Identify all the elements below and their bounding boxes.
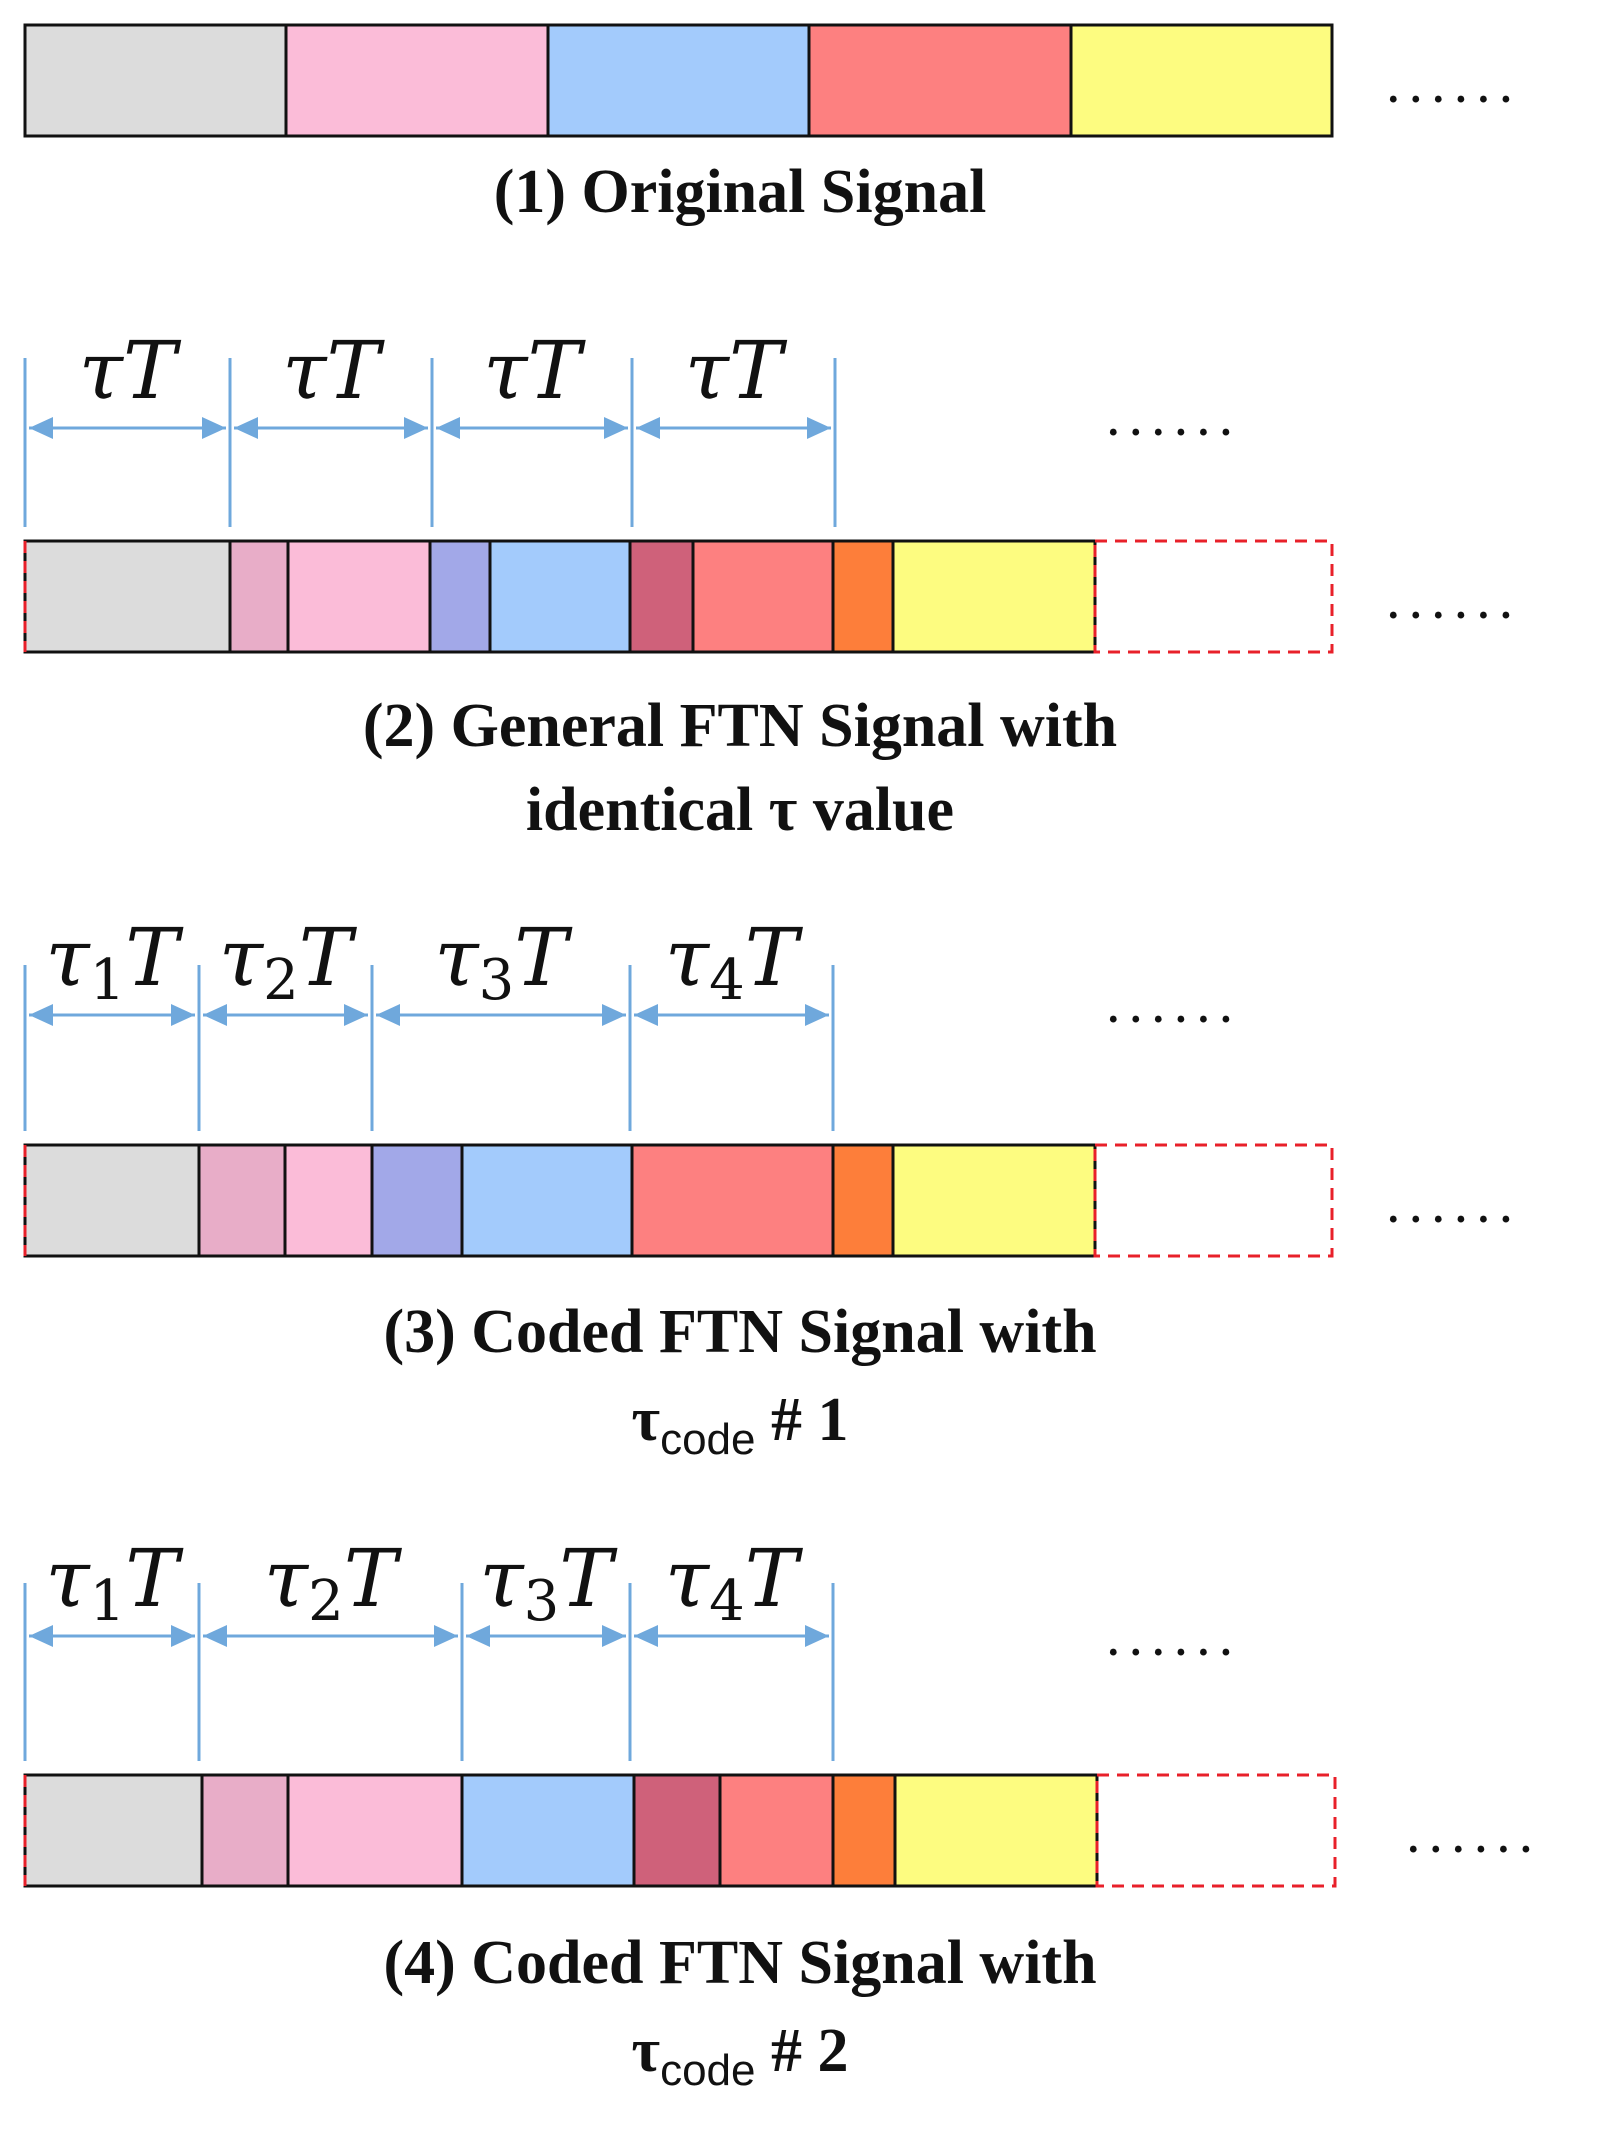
arrowhead-left (376, 1004, 400, 1026)
signal-segment (370, 1143, 464, 1258)
signal-segment (628, 539, 695, 654)
arrowhead-left (29, 1004, 53, 1026)
signal-segment (286, 1773, 464, 1888)
arrowhead-left (203, 1004, 227, 1026)
signal-segment (488, 539, 632, 654)
signal-segment (284, 23, 550, 138)
signal-segment (891, 1143, 1097, 1258)
arrowhead-right (344, 1004, 368, 1026)
signal-segment (23, 1143, 201, 1258)
signal-segment (831, 1773, 897, 1888)
row-4: ...... τ1T τ2T τ3T τ4T...... (4) Coded FTN Si… (23, 1532, 1540, 2095)
arrowhead-left (436, 417, 460, 439)
arrowhead-left (634, 1004, 658, 1026)
arrowhead-right (404, 417, 428, 439)
caption-line: identical τ value (526, 776, 954, 844)
arrowhead-left (466, 1625, 490, 1647)
ellipsis-bar: ...... (1385, 571, 1520, 631)
interval-label: τ3T (434, 911, 573, 1013)
ellipsis-top: ...... (1105, 1608, 1240, 1668)
signal-segment (23, 539, 232, 654)
arrowhead-right (805, 1004, 829, 1026)
signal-segment (1069, 23, 1334, 138)
arrowhead-left (636, 417, 660, 439)
signal-segment (893, 1773, 1099, 1888)
arrowhead-left (29, 417, 53, 439)
signal-segment (891, 539, 1097, 654)
signal-segment (691, 539, 835, 654)
interval-label: τ1T (45, 911, 184, 1013)
arrowhead-right (171, 1004, 195, 1026)
arrowhead-right (805, 1625, 829, 1647)
dashed-extension-box (1093, 539, 1334, 654)
signal-segment (460, 1143, 634, 1258)
signal-segment (807, 23, 1073, 138)
caption-code: τcode # 2 (632, 2017, 849, 2095)
interval-label: τ1T (45, 1532, 184, 1634)
interval-label: τT (685, 324, 788, 417)
signal-segment (460, 1773, 636, 1888)
signal-segment (630, 1143, 835, 1258)
ellipsis-top: ...... (1105, 975, 1240, 1035)
interval-label: τT (282, 324, 385, 417)
signal-segment (200, 1773, 290, 1888)
arrowhead-left (29, 1625, 53, 1647)
interval-label: τT (79, 324, 182, 417)
caption-line: (3) Coded FTN Signal with (383, 1298, 1096, 1366)
arrowhead-right (604, 417, 628, 439)
caption-line: (2) General FTN Signal with (363, 692, 1117, 760)
arrowhead-right (807, 417, 831, 439)
caption-code: τcode # 1 (632, 1386, 849, 1464)
interval-label: τ2T (264, 1532, 403, 1634)
signal-segment (286, 539, 432, 654)
row-1: ...... (1) Original Signal (23, 23, 1520, 226)
ellipsis-bar: ...... (1385, 55, 1520, 115)
signal-segment (831, 539, 895, 654)
signal-segment (283, 1143, 374, 1258)
arrowhead-left (634, 1625, 658, 1647)
ellipsis-bar: ...... (1405, 1805, 1540, 1865)
caption-line: (4) Coded FTN Signal with (383, 1929, 1096, 1997)
interval-label: τ4T (665, 1532, 804, 1634)
arrowhead-right (171, 1625, 195, 1647)
caption-line: (1) Original Signal (494, 158, 987, 226)
interval-label: τ2T (219, 911, 358, 1013)
interval-label: τT (483, 324, 586, 417)
arrowhead-right (602, 1625, 626, 1647)
arrowhead-left (234, 417, 258, 439)
dashed-extension-box (1093, 1143, 1334, 1258)
interval-label: τ4T (665, 911, 804, 1013)
signal-segment (23, 1773, 204, 1888)
ellipsis-top: ...... (1105, 388, 1240, 448)
signal-segment (23, 23, 288, 138)
ellipsis-bar: ...... (1385, 1175, 1520, 1235)
arrowhead-left (203, 1625, 227, 1647)
interval-label: τ3T (479, 1532, 618, 1634)
signal-segment (228, 539, 290, 654)
arrowhead-right (202, 417, 226, 439)
signal-segment (831, 1143, 895, 1258)
signal-segment (428, 539, 492, 654)
signal-segment (718, 1773, 835, 1888)
signal-segment (197, 1143, 287, 1258)
arrowhead-right (434, 1625, 458, 1647)
signal-segment (632, 1773, 722, 1888)
row-2: ...... τT τT τT τT...... (2) General FTN Sign… (23, 324, 1520, 844)
signal-segment (546, 23, 811, 138)
dashed-extension-box (1095, 1773, 1337, 1888)
row-3: ...... τ1T τ2T τ3T τ4T...... (3) Coded FTN Si… (23, 911, 1520, 1464)
arrowhead-right (602, 1004, 626, 1026)
